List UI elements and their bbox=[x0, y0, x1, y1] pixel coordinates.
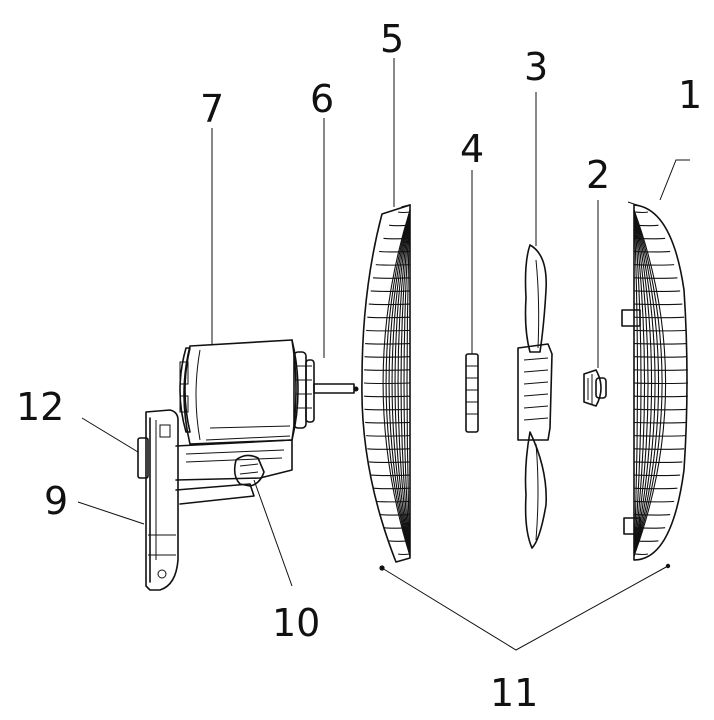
callout-6: 6 bbox=[310, 77, 334, 121]
rear-guard bbox=[361, 204, 411, 563]
callout-1: 1 bbox=[678, 73, 702, 117]
wall-mount-bracket bbox=[137, 409, 179, 591]
callout-10: 10 bbox=[272, 601, 320, 645]
fan-blade bbox=[517, 244, 553, 549]
motor-shaft bbox=[313, 383, 359, 394]
motor-housing bbox=[179, 339, 299, 445]
blade-clamp bbox=[465, 353, 479, 433]
callout-12: 12 bbox=[16, 385, 64, 429]
bracket-arm bbox=[175, 439, 293, 505]
callout-11: 11 bbox=[490, 671, 538, 715]
spinner-cap bbox=[583, 369, 607, 407]
callout-3: 3 bbox=[524, 45, 548, 89]
callout-9: 9 bbox=[44, 479, 68, 523]
callout-7: 7 bbox=[200, 87, 224, 131]
callout-2: 2 bbox=[586, 153, 610, 197]
callout-5: 5 bbox=[380, 17, 404, 61]
leader-lines bbox=[77, 58, 690, 651]
callout-4: 4 bbox=[460, 127, 484, 171]
front-guard bbox=[621, 201, 689, 561]
